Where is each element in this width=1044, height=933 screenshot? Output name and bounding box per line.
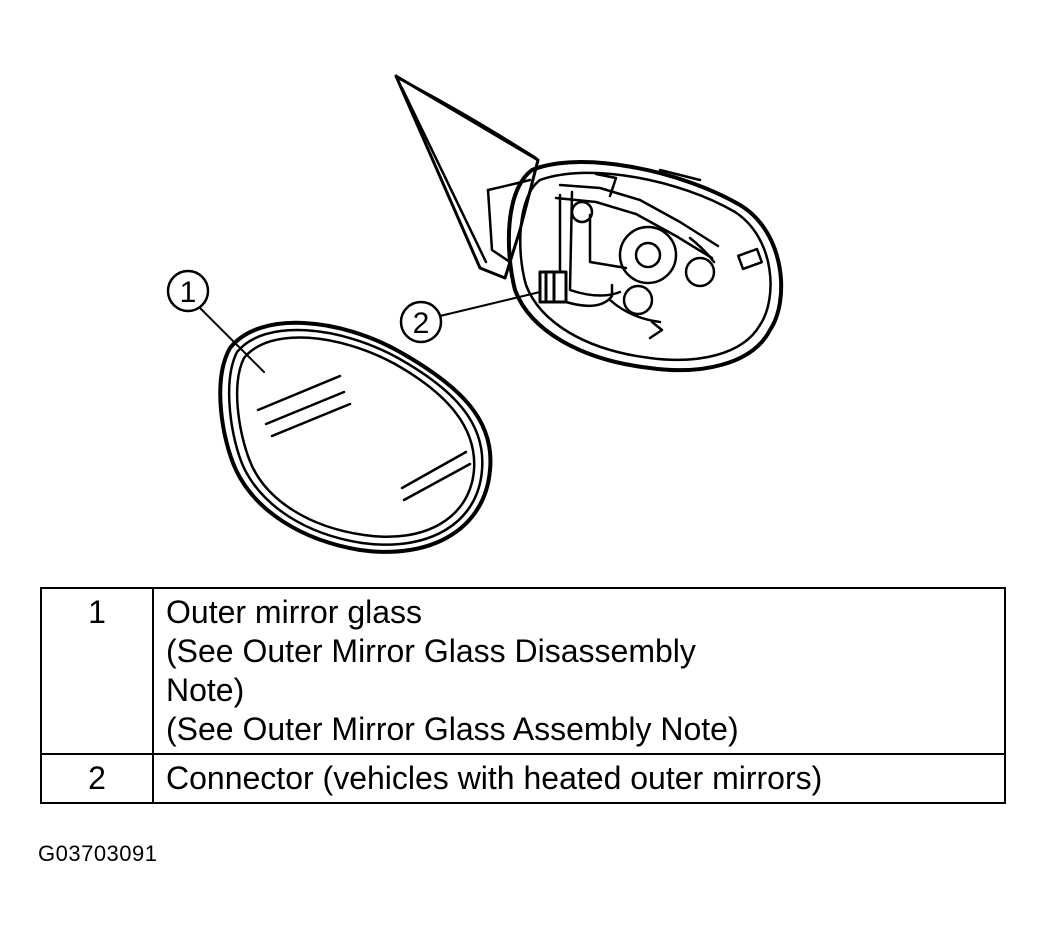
row-description: Outer mirror glass (See Outer Mirror Gla… (152, 587, 1006, 755)
callout-1 (166, 269, 265, 373)
description-line: Outer mirror glass (166, 594, 423, 630)
mirror-housing (394, 74, 784, 373)
mirror-illustration: 1 2 (166, 74, 784, 554)
parts-table: 1 Outer mirror glass (See Outer Mirror G… (40, 587, 1006, 804)
table-row: 2 Connector (vehicles with heated outer … (40, 753, 1006, 804)
figure-code: G03703091 (38, 841, 158, 866)
outer-mirror-glass (218, 320, 493, 554)
mounting-bracket (394, 74, 540, 280)
row-number: 2 (40, 753, 154, 804)
description-line: (See Outer Mirror Glass Assembly Note) (166, 711, 739, 747)
callout-2 (399, 291, 541, 344)
callout-2-label: 2 (413, 307, 430, 340)
row-description: Connector (vehicles with heated outer mi… (152, 753, 1006, 804)
callout-1-label: 1 (180, 276, 197, 309)
description-line: Connector (vehicles with heated outer mi… (166, 760, 823, 796)
connector-block (538, 270, 568, 304)
row-number: 1 (40, 587, 154, 755)
housing-rim (506, 160, 784, 373)
description-line: (See Outer Mirror Glass Disassembly (166, 633, 696, 669)
actuator-mechanism (554, 168, 764, 340)
description-line: Note) (166, 672, 245, 708)
table-row: 1 Outer mirror glass (See Outer Mirror G… (40, 587, 1006, 755)
